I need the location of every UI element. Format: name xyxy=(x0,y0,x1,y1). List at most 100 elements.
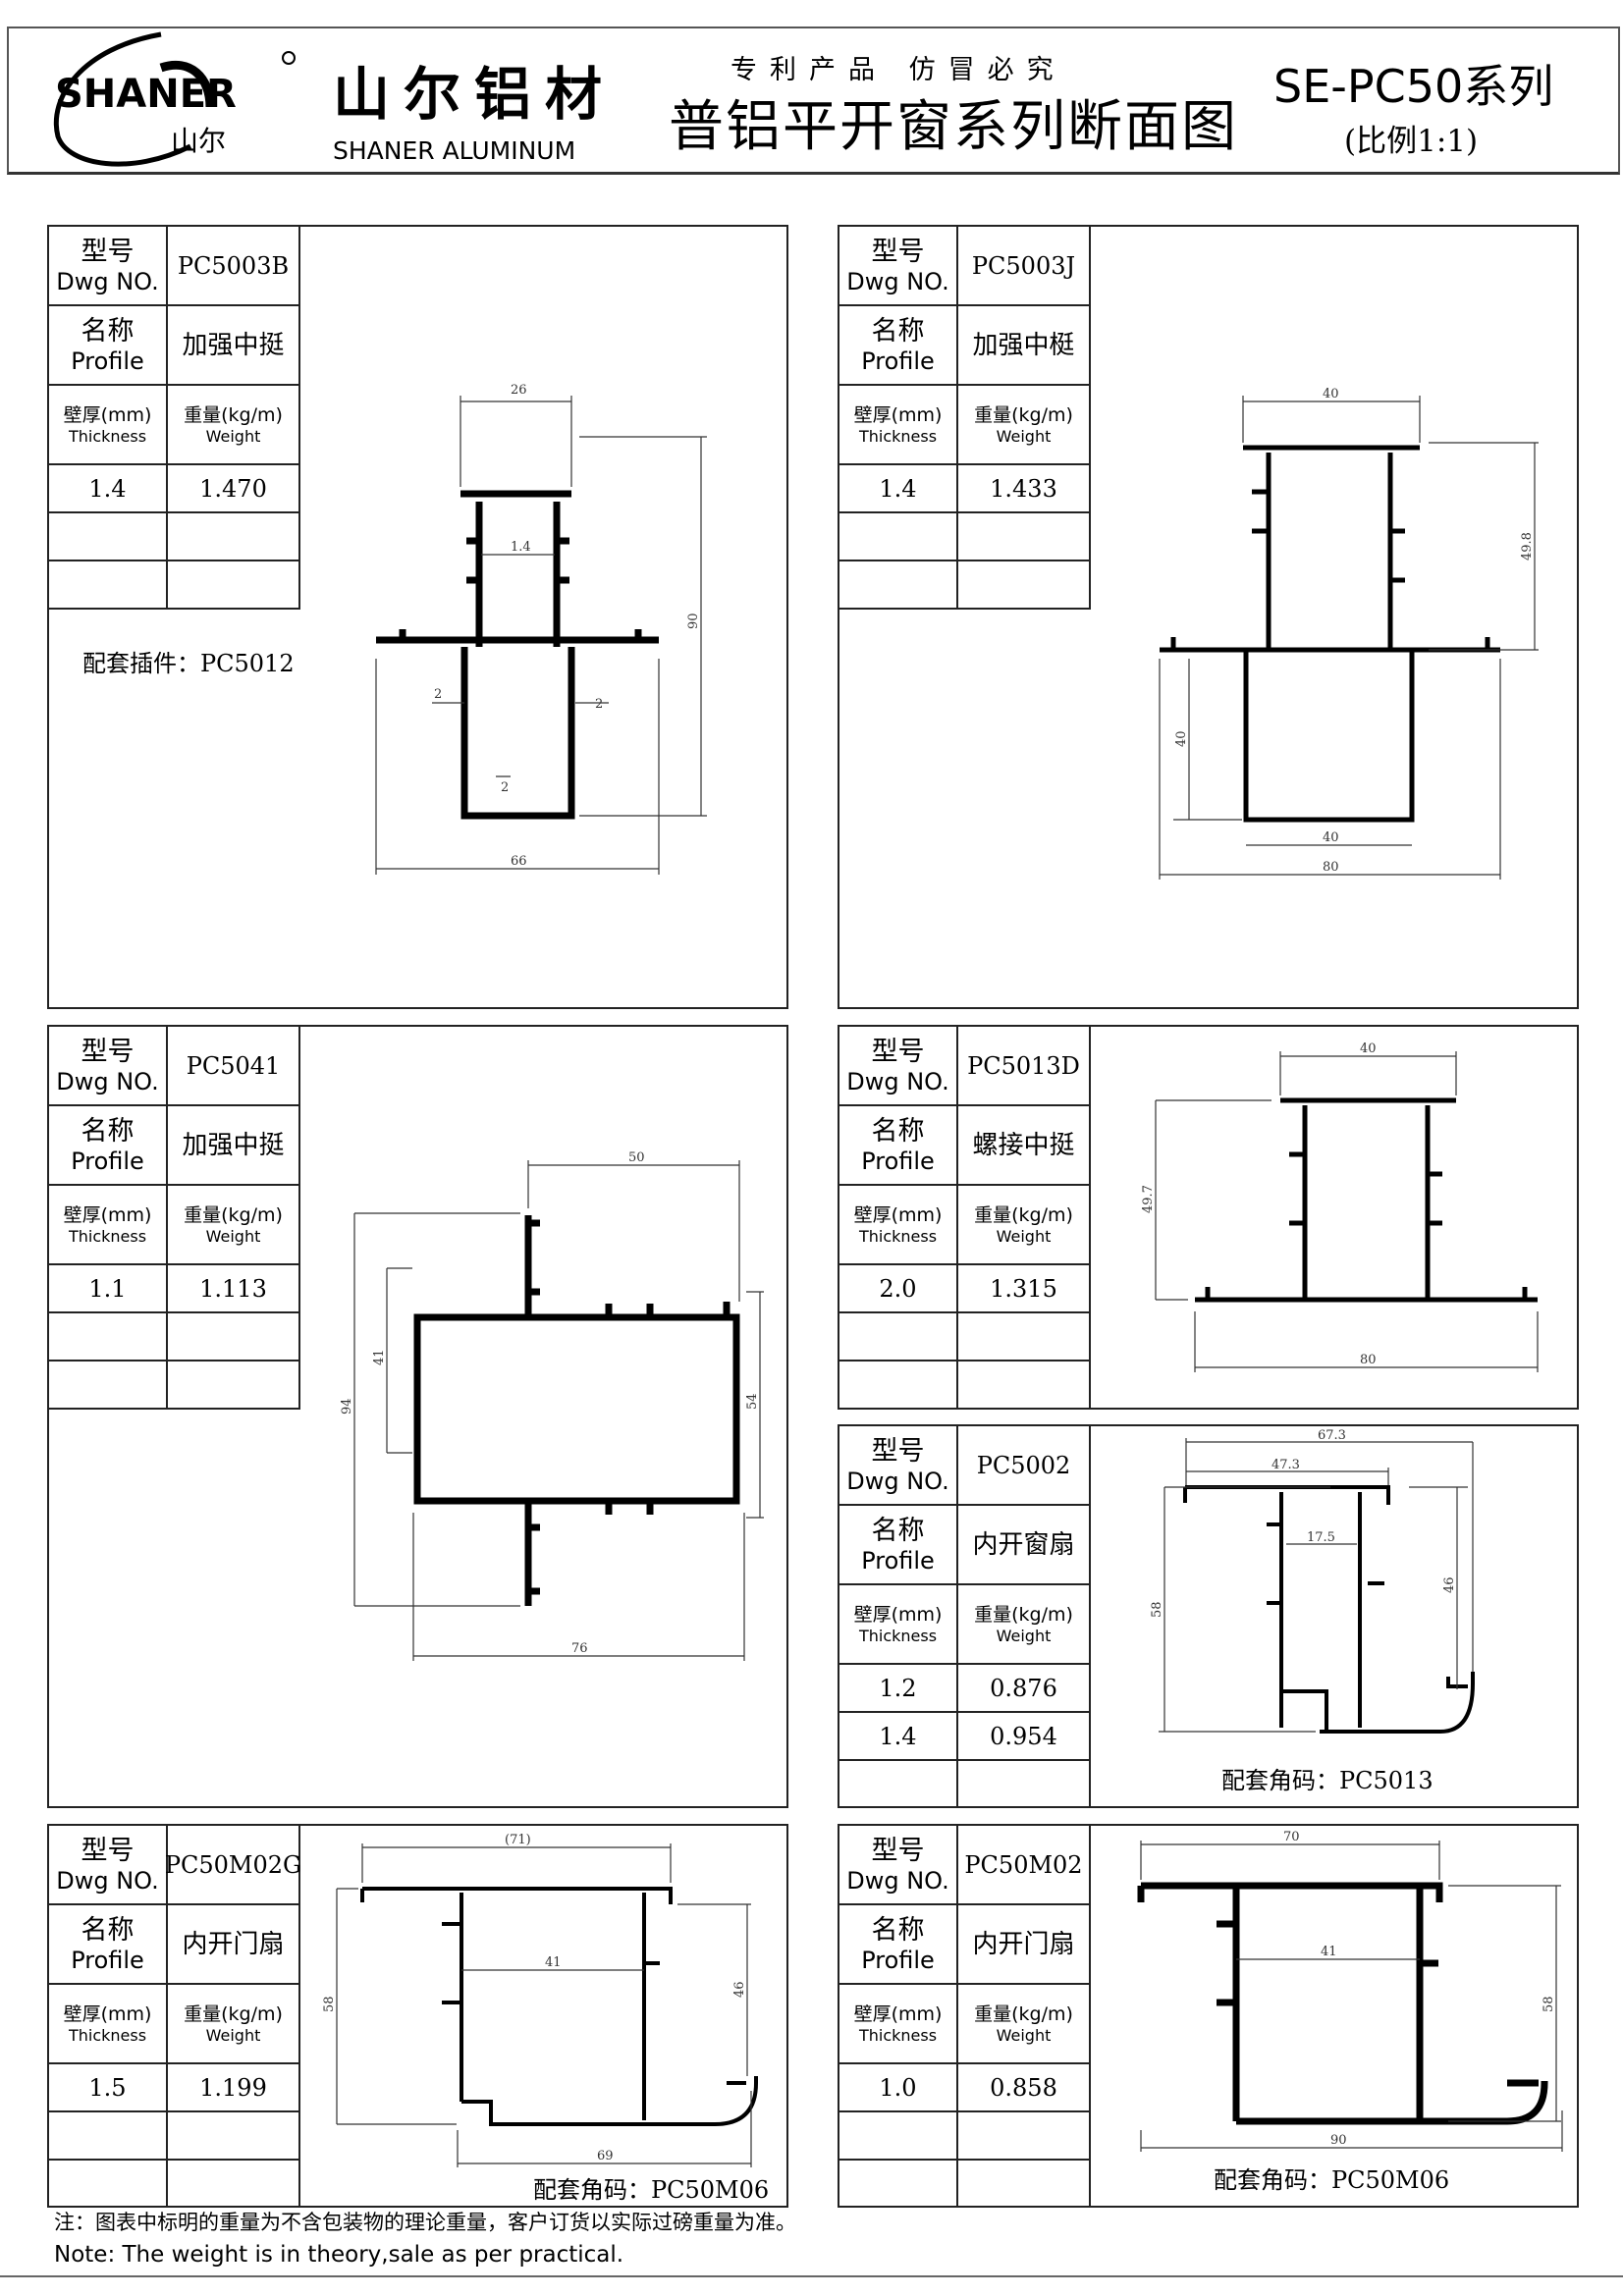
thickness-value: 2.0 xyxy=(879,1274,917,1303)
label-en: Dwg NO. xyxy=(56,267,159,295)
label-cn: 壁厚(mm) xyxy=(63,403,152,426)
weight-value: 1.433 xyxy=(990,474,1057,503)
dwg-number: PC5003J xyxy=(971,251,1076,280)
label-cn: 重量(kg/m) xyxy=(974,2002,1073,2025)
label-cn: 重量(kg/m) xyxy=(974,403,1073,426)
value-cell: 加强中挺 xyxy=(168,1106,298,1184)
label-cn: 型号 xyxy=(871,1435,925,1467)
label-en: Dwg NO. xyxy=(846,1866,949,1895)
label-en: Thickness xyxy=(858,1626,938,1645)
dim-label: 94 xyxy=(340,1398,354,1415)
weight-value: 0.858 xyxy=(990,2073,1057,2102)
label-cn: 壁厚(mm) xyxy=(63,2002,152,2025)
label-cell: 重量(kg/m)Weight xyxy=(168,386,298,463)
value-cell: PC5041 xyxy=(168,1027,298,1104)
weight-value: 0.954 xyxy=(990,1722,1057,1750)
dim-label: 90 xyxy=(686,613,701,629)
value-cell: PC5013D xyxy=(958,1027,1089,1104)
label-en: Profile xyxy=(861,1147,935,1175)
weight-value: 1.315 xyxy=(990,1274,1057,1303)
label-cell: 壁厚(mm)Thickness xyxy=(49,1186,168,1263)
thickness-cell: 1.0 xyxy=(839,2064,958,2110)
profile-drawing: 50 94 41 54 76 xyxy=(340,1150,764,1661)
label-en: Weight xyxy=(205,426,261,446)
dim-label: 40 xyxy=(1323,387,1339,401)
table-row xyxy=(49,1362,298,1410)
thickness-value: 1.4 xyxy=(879,474,917,503)
scale-ratio: (比例1:1) xyxy=(1344,124,1479,159)
dim-label: 40 xyxy=(1323,830,1339,845)
note-en: Note: The weight is in theory,sale as pe… xyxy=(54,2242,624,2268)
thickness-cell: 1.1 xyxy=(49,1265,168,1311)
table-row xyxy=(839,1313,1089,1362)
table-row xyxy=(839,513,1089,561)
dim-label: 2 xyxy=(501,780,509,795)
value-cell: PC5002 xyxy=(958,1426,1089,1504)
label-cell: 重量(kg/m)Weight xyxy=(958,1186,1089,1263)
dim-label: 54 xyxy=(745,1393,760,1410)
weight-cell: 1.315 xyxy=(958,1265,1089,1311)
dim-label: 69 xyxy=(597,2149,614,2163)
shaner-logo: SHANER 山尔 xyxy=(53,31,296,167)
dim-label: 49.8 xyxy=(1520,532,1535,561)
label-cn: 壁厚(mm) xyxy=(853,1603,943,1626)
value-cell: PC5003B xyxy=(168,227,298,304)
note-cn: 注：图表中标明的重量为不含包装物的理论重量，客户订货以实际过磅重量为准。 xyxy=(54,2211,796,2234)
label-en: Dwg NO. xyxy=(846,1067,949,1095)
weight-cell: 1.113 xyxy=(168,1265,298,1311)
label-cn: 名称 xyxy=(81,1914,135,1946)
weight-value: 1.199 xyxy=(199,2073,267,2102)
label-en: Thickness xyxy=(858,2025,938,2045)
thickness-cell xyxy=(839,1313,958,1360)
profile-name: 加强中挺 xyxy=(182,1130,285,1160)
thickness-cell: 1.4 xyxy=(839,1713,958,1759)
thickness-cell xyxy=(839,513,958,560)
label-cn: 壁厚(mm) xyxy=(853,2002,943,2025)
label-cell: 壁厚(mm)Thickness xyxy=(839,1585,958,1663)
brand-name-en: SHANER ALUMINUM xyxy=(333,136,576,165)
dim-label: 46 xyxy=(732,1981,747,1998)
brand-name-cn: 山尔铝材 xyxy=(333,61,617,128)
dim-label: 41 xyxy=(1321,1945,1337,1959)
dim-label: 17.5 xyxy=(1307,1530,1335,1545)
thickness-cell xyxy=(839,1761,958,1806)
label-cell: 重量(kg/m)Weight xyxy=(168,1985,298,2062)
value-cell: 内开门扇 xyxy=(958,1905,1089,1983)
label-en: Dwg NO. xyxy=(846,267,949,295)
table-row: 1.5 1.199 xyxy=(49,2064,298,2112)
thickness-cell xyxy=(49,561,168,608)
thickness-value: 1.5 xyxy=(88,2073,127,2102)
label-en: Profile xyxy=(861,1546,935,1575)
series-name: SE-PC50系列 xyxy=(1273,60,1554,113)
patent-notice: 专利产品 仿冒必究 xyxy=(730,55,1066,85)
profile-name: 内开窗扇 xyxy=(972,1529,1075,1560)
label-en: Profile xyxy=(71,1946,144,1974)
dim-label: 58 xyxy=(322,1996,337,2012)
table-row xyxy=(839,2161,1089,2206)
label-cn: 型号 xyxy=(871,236,925,267)
label-en: Profile xyxy=(71,1147,144,1175)
logo-cn-text: 山尔 xyxy=(171,125,226,157)
thickness-cell xyxy=(49,2112,168,2159)
table-row: 1.0 0.858 xyxy=(839,2064,1089,2112)
label-cn: 型号 xyxy=(81,1036,135,1067)
profile-drawing: 40 49.8 40 40 80 xyxy=(1159,387,1539,880)
dim-label: 47.3 xyxy=(1271,1458,1300,1472)
value-cell: PC5003J xyxy=(958,227,1089,304)
dim-label: 41 xyxy=(545,1955,562,1970)
dim-label: 80 xyxy=(1360,1353,1377,1367)
table-row xyxy=(839,1362,1089,1410)
label-cell: 壁厚(mm)Thickness xyxy=(839,1985,958,2062)
dim-label: 76 xyxy=(571,1641,588,1656)
